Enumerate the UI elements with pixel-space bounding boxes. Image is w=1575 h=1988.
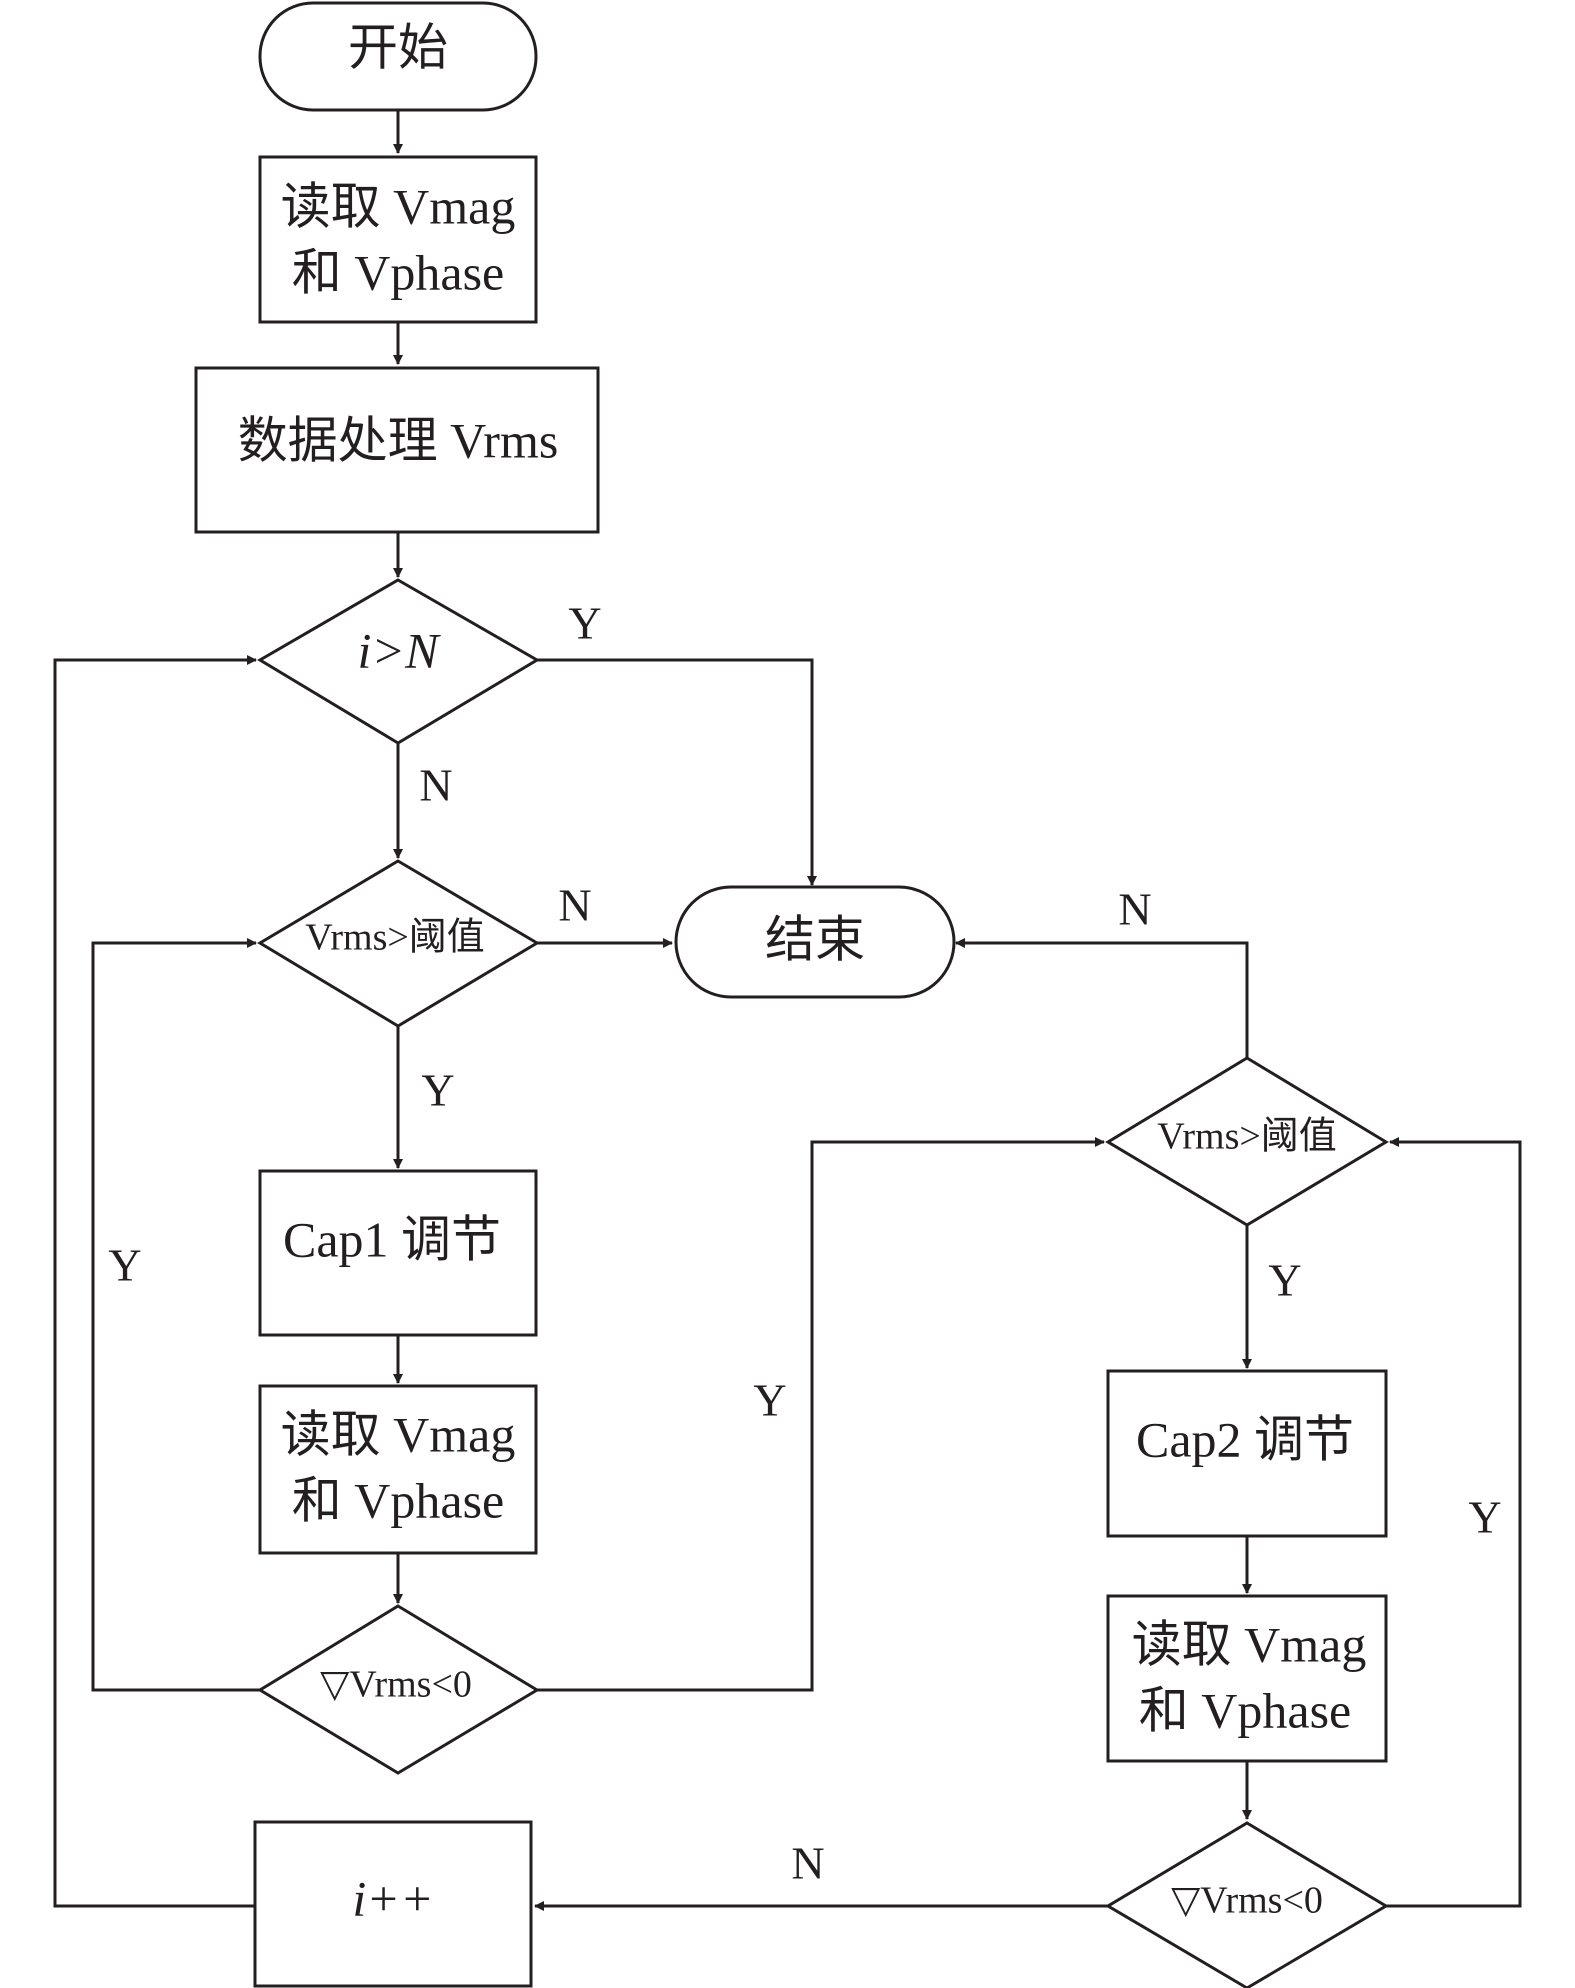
label-i-yes: Y bbox=[568, 598, 601, 649]
edge-grad1-yes bbox=[537, 1137, 1105, 1692]
cap1-label: Cap1 调节 bbox=[283, 1211, 501, 1267]
read-node-3: 读取 Vmag 和 Vphase bbox=[1106, 1594, 1388, 1763]
label-loop2-yes: Y bbox=[1468, 1492, 1501, 1543]
label-vrms2-yes: Y bbox=[1268, 1255, 1301, 1306]
cap1-node: Cap1 调节 bbox=[258, 1169, 538, 1337]
label-loop1-yes: Y bbox=[108, 1240, 141, 1291]
connectors bbox=[53, 110, 1522, 1911]
end-label: 结束 bbox=[765, 911, 865, 967]
start-label: 开始 bbox=[348, 19, 448, 75]
decision-vrms-threshold-2-label: Vrms>阈值 bbox=[1157, 1116, 1337, 1158]
cap2-label: Cap2 调节 bbox=[1136, 1411, 1354, 1467]
decision-gradient-2: ▽Vrms<0 bbox=[1105, 1821, 1389, 1988]
branch-labels: Y N N Y Y Y N Y Y N bbox=[108, 598, 1501, 1889]
read-node-2: 读取 Vmag 和 Vphase bbox=[258, 1384, 538, 1555]
decision-vrms-threshold-1: Vrms>阈值 bbox=[257, 859, 540, 1028]
label-vrms2-no: N bbox=[1118, 884, 1151, 935]
decision-vrms-threshold-2: Vrms>阈值 bbox=[1105, 1056, 1389, 1227]
decision-gradient-1: ▽Vrms<0 bbox=[257, 1604, 540, 1775]
read-node-1-line1: 读取 Vmag bbox=[281, 178, 516, 234]
read-node-1: 读取 Vmag 和 Vphase bbox=[258, 155, 538, 324]
edge-grad2-loop bbox=[1386, 1137, 1522, 1908]
edge-grad1-loop bbox=[91, 938, 260, 1692]
label-i-no: N bbox=[419, 760, 452, 811]
end-node: 结束 bbox=[674, 885, 956, 999]
start-node: 开始 bbox=[258, 1, 538, 112]
process-node: 数据处理 Vrms bbox=[194, 366, 600, 534]
cap2-node: Cap2 调节 bbox=[1106, 1369, 1388, 1538]
label-vrms1-no: N bbox=[558, 880, 591, 931]
decision-i-gt-n: i>N bbox=[257, 578, 540, 745]
decision-vrms-threshold-1-label: Vrms>阈值 bbox=[305, 917, 485, 959]
decision-gradient-2-label: ▽Vrms<0 bbox=[1171, 1880, 1323, 1922]
read-node-3-line1: 读取 Vmag bbox=[1132, 1616, 1367, 1672]
label-grad2-no: N bbox=[791, 1838, 824, 1889]
label-vrms1-yes: Y bbox=[421, 1065, 454, 1116]
read-node-2-line1: 读取 Vmag bbox=[281, 1406, 516, 1462]
process-label: 数据处理 Vrms bbox=[238, 412, 559, 468]
edge-increment-loop bbox=[53, 655, 257, 1908]
read-node-2-line2: 和 Vphase bbox=[292, 1472, 504, 1528]
edge-vrms2-no bbox=[955, 938, 1249, 1058]
read-node-3-line2: 和 Vphase bbox=[1139, 1682, 1351, 1738]
read-node-1-line2: 和 Vphase bbox=[292, 244, 504, 300]
decision-gradient-1-label: ▽Vrms<0 bbox=[320, 1664, 472, 1706]
increment-node: i++ bbox=[253, 1820, 533, 1988]
label-grad1-yes: Y bbox=[753, 1375, 786, 1426]
edge-cond-i-yes bbox=[537, 658, 817, 886]
decision-i-gt-n-label: i>N bbox=[358, 622, 442, 678]
increment-label: i++ bbox=[352, 1870, 433, 1926]
